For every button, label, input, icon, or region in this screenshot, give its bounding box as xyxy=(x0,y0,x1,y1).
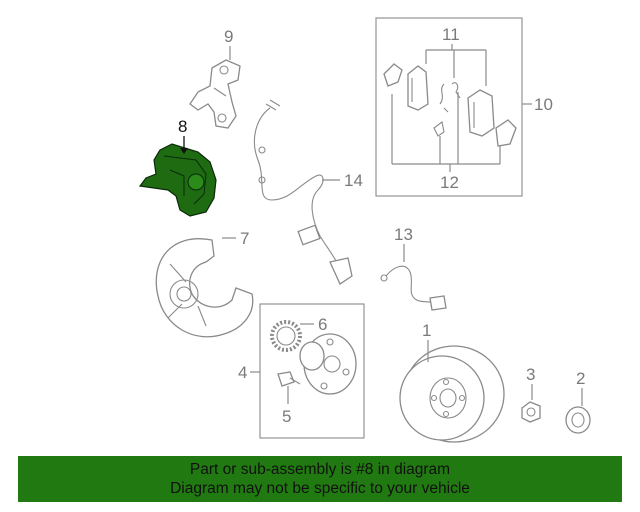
callout-1[interactable]: 1 xyxy=(422,321,431,340)
arrow-8 xyxy=(180,148,188,154)
part-pad-spring-clip[interactable] xyxy=(433,121,445,137)
box-brake-pad-kit-10 xyxy=(375,17,523,197)
callout-11[interactable]: 11 xyxy=(442,25,460,44)
part-brake-pad-outer[interactable] xyxy=(467,89,495,137)
callout-4[interactable]: 4 xyxy=(238,363,247,382)
part-anti-rattle-clip-right[interactable] xyxy=(495,119,517,147)
part-2-hub-cap[interactable] xyxy=(565,406,591,434)
callout-2[interactable]: 2 xyxy=(576,369,585,388)
part-3-lug-nut[interactable] xyxy=(521,401,541,423)
part-7-dust-shield[interactable] xyxy=(155,238,254,338)
part-wheel-hub[interactable] xyxy=(299,333,357,395)
callout-14[interactable]: 14 xyxy=(344,171,363,190)
banner-line-1: Part or sub-assembly is #8 in diagram xyxy=(189,461,451,478)
vehicle-fit-notice-banner: Part or sub-assembly is #8 in diagram Di… xyxy=(18,456,622,502)
part-anti-rattle-clip-left[interactable] xyxy=(383,63,403,87)
callout-9[interactable]: 9 xyxy=(224,27,233,46)
part-wear-indicator-spring[interactable] xyxy=(439,83,449,113)
part-6-abs-tone-ring[interactable] xyxy=(270,320,302,352)
part-brake-pad-inner[interactable] xyxy=(407,65,429,111)
part-14-abs-sensor-harness[interactable] xyxy=(253,99,353,285)
box-hub-assembly-4 xyxy=(259,303,365,439)
callout-13[interactable]: 13 xyxy=(394,225,413,244)
banner-line-2: Diagram may not be specific to your vehi… xyxy=(170,480,470,497)
callout-6[interactable]: 6 xyxy=(318,315,327,334)
callout-7[interactable]: 7 xyxy=(240,229,249,248)
callout-3[interactable]: 3 xyxy=(526,365,535,384)
callout-10[interactable]: 10 xyxy=(534,95,553,114)
callout-8[interactable]: 8 xyxy=(178,117,187,136)
exploded-parts-diagram: 9 8 14 7 4 6 xyxy=(138,17,591,443)
leader-group-11 xyxy=(425,44,487,86)
part-shim-clip[interactable] xyxy=(451,82,461,99)
part-13-sensor-line[interactable] xyxy=(380,265,447,311)
callout-12[interactable]: 12 xyxy=(440,173,459,192)
part-1-brake-rotor[interactable] xyxy=(399,345,505,443)
part-9-caliper-bracket[interactable] xyxy=(189,59,241,129)
part-8-brake-caliper[interactable] xyxy=(138,143,217,217)
leader-group-12 xyxy=(391,92,501,172)
part-5-hub-bolt[interactable] xyxy=(277,371,301,387)
callout-5[interactable]: 5 xyxy=(282,407,291,426)
